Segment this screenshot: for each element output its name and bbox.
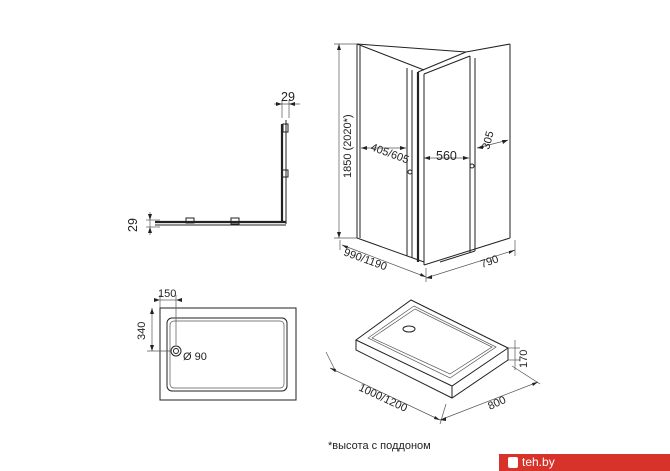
tray-inner bbox=[166, 317, 288, 392]
dim-depth: 790 bbox=[479, 253, 500, 271]
tray-outer bbox=[159, 307, 297, 401]
plan-dim-top: 29 bbox=[281, 90, 295, 104]
tray-dim-height: 170 bbox=[518, 350, 530, 368]
plan-dim-left: 29 bbox=[126, 218, 140, 232]
tray-dim-width: 800 bbox=[486, 394, 508, 413]
tray-dim-offset-y: 340 bbox=[136, 322, 148, 340]
tray-dim-length: 1000/1200 bbox=[357, 382, 409, 415]
tray-top-view: 150 340 Ø 90 bbox=[136, 288, 297, 401]
enclosure-view: 1850 (2020*) 405/605 560 305 990/1190 79… bbox=[334, 43, 516, 282]
tray-3d-view: 170 1000/1200 800 bbox=[325, 299, 541, 425]
plan-view: 29 29 bbox=[126, 90, 300, 235]
dim-side-fixed: 305 bbox=[480, 130, 496, 151]
dim-side-width: 560 bbox=[436, 149, 457, 163]
plan-handle-right bbox=[230, 217, 240, 225]
dim-door-width: 405/605 bbox=[369, 142, 410, 167]
watermark-text: teh.by bbox=[522, 455, 555, 469]
dim-width: 990/1190 bbox=[342, 247, 388, 274]
teh-logo-icon bbox=[508, 457, 518, 468]
plan-handle-mid bbox=[281, 169, 289, 178]
tray-drain bbox=[402, 325, 416, 333]
drain-circle bbox=[170, 345, 182, 357]
tray-dim-offset-x: 150 bbox=[158, 288, 176, 300]
dim-height: 1850 (2020*) bbox=[342, 114, 354, 178]
watermark-bar bbox=[499, 454, 670, 471]
plan-handle-left bbox=[185, 217, 195, 224]
footnote: *высота с поддоном bbox=[328, 440, 431, 452]
tray-drain-label: Ø 90 bbox=[183, 351, 207, 363]
plan-handle-top bbox=[282, 123, 289, 133]
